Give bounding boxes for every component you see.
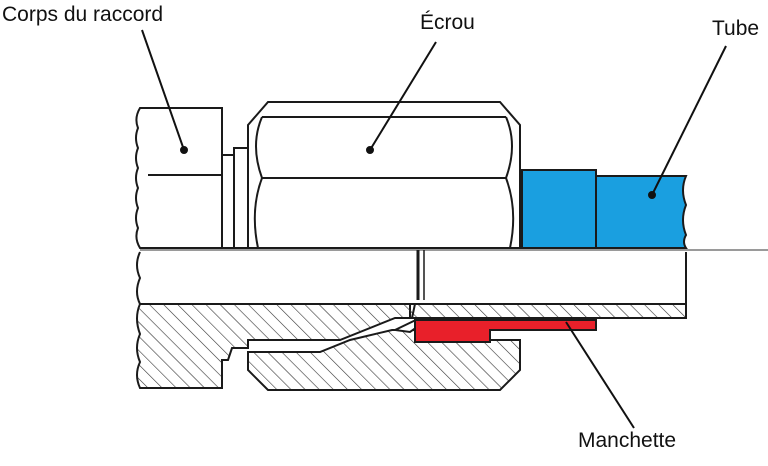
label-nut: Écrou <box>420 11 475 34</box>
tube-exterior <box>521 169 688 249</box>
leader-lines <box>141 29 727 429</box>
fitting-body-section <box>136 303 417 389</box>
fitting-collar-1 <box>221 154 235 249</box>
sleeve-manchette <box>414 319 597 343</box>
tube-ferrule-section <box>521 169 597 249</box>
leader-dot-tube <box>648 191 656 199</box>
leader-dot-ecrou <box>366 146 374 154</box>
fitting-collar-2 <box>233 147 249 249</box>
label-fitting-body: Corps du raccord <box>2 3 164 26</box>
leader-corps <box>141 29 185 151</box>
nut-exterior <box>247 101 521 249</box>
leader-manchette <box>565 321 635 429</box>
label-tube: Tube <box>712 17 760 40</box>
fitting-body-exterior <box>135 107 223 249</box>
tube-wall-section <box>409 303 687 319</box>
upper-exterior-view <box>135 101 521 249</box>
lower-section-view <box>136 251 687 391</box>
label-sleeve: Manchette <box>578 429 677 452</box>
leader-tube <box>651 45 727 196</box>
leader-ecrou <box>369 41 437 151</box>
leader-dot-corps <box>180 146 188 154</box>
tube-section <box>595 175 688 249</box>
